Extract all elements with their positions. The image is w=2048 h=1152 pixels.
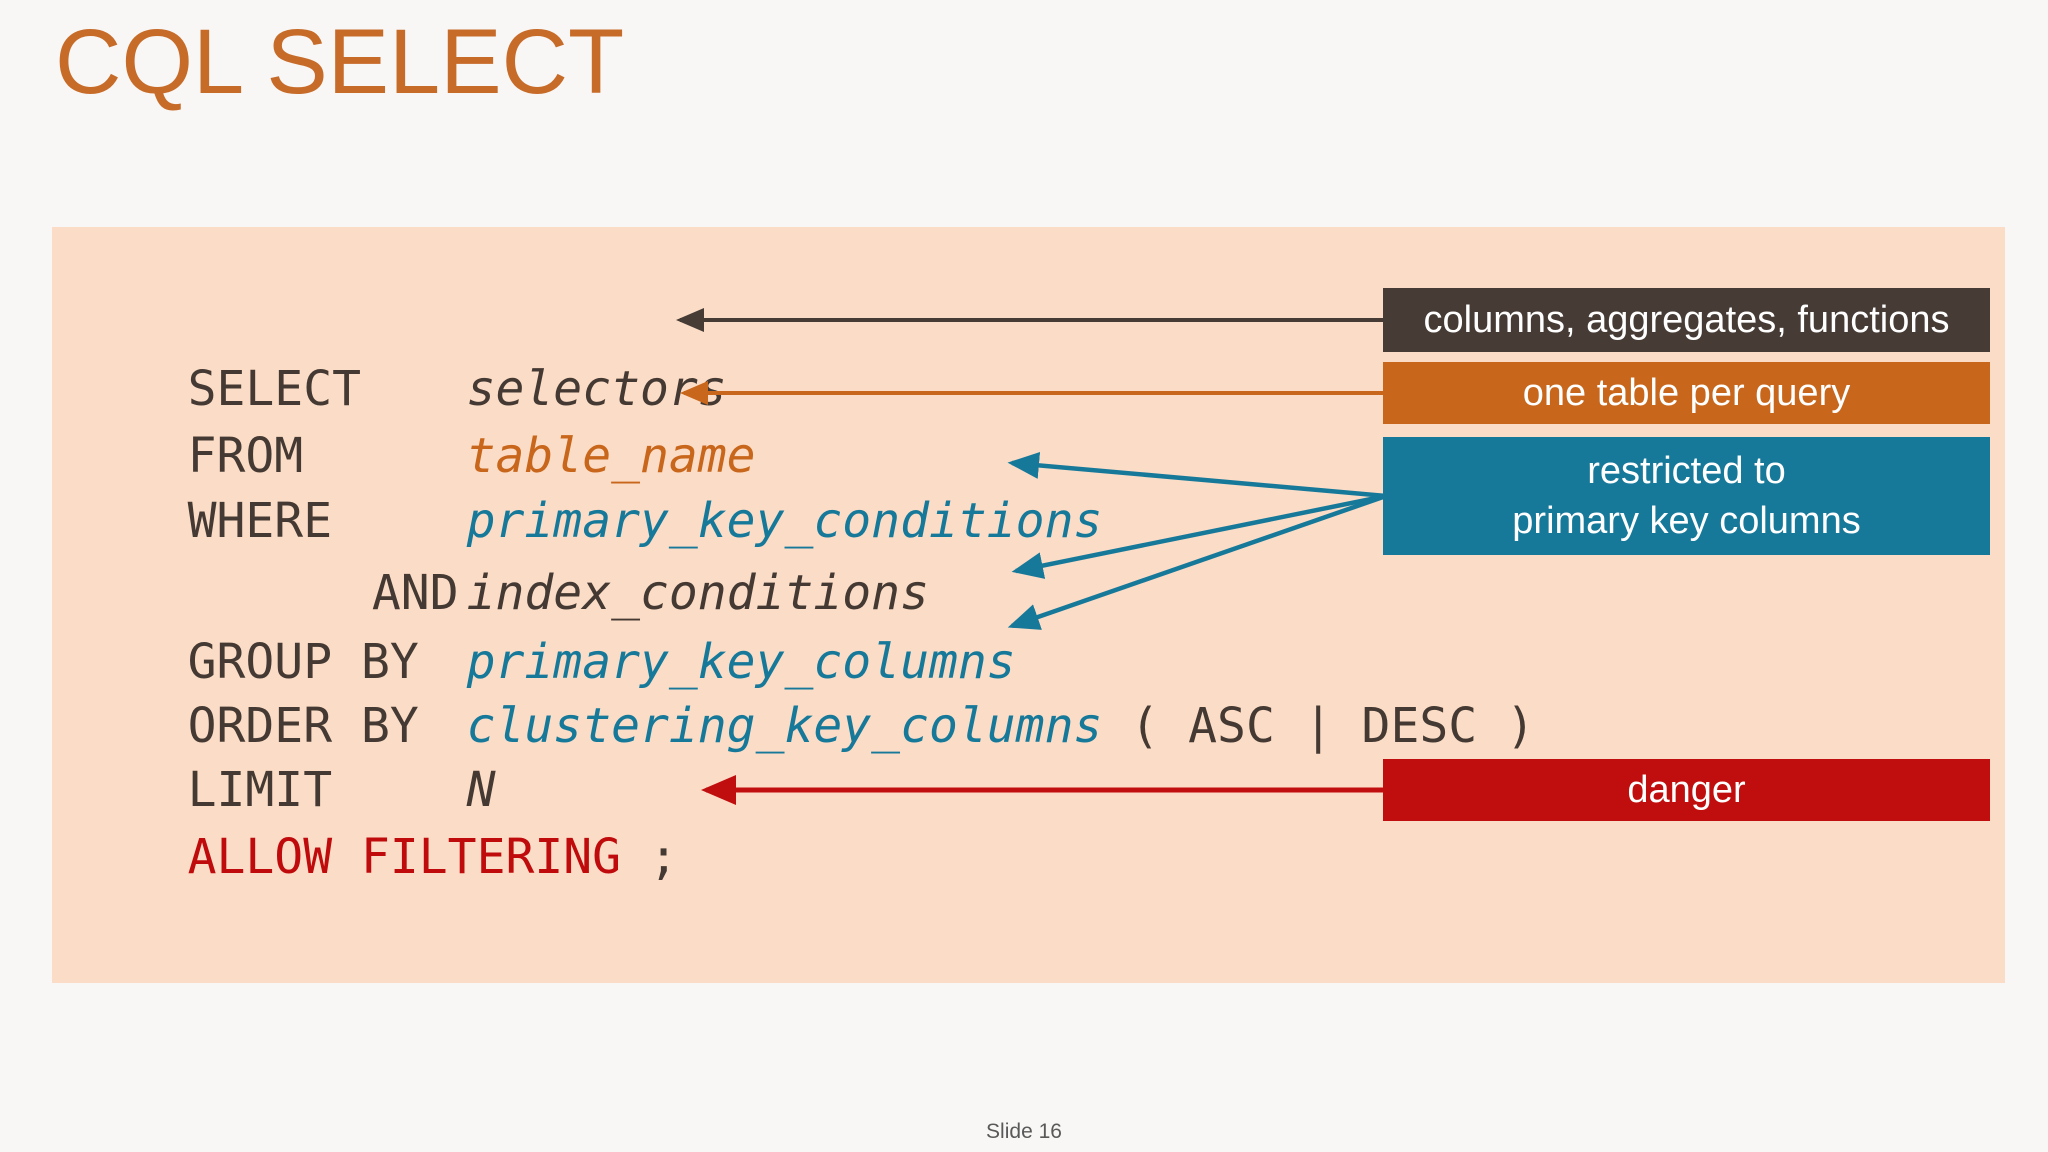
callout-one-table-per-query: one table per query xyxy=(1383,362,1990,424)
keyword-limit: LIMIT xyxy=(187,762,333,818)
asc-desc-suffix: ( ASC | DESC ) xyxy=(1130,698,1535,754)
code-line-from: FROM table_name xyxy=(72,354,756,484)
callout-danger: danger xyxy=(1383,759,1990,821)
keyword-from: FROM xyxy=(187,428,304,484)
slide-number: Slide 16 xyxy=(986,1120,1062,1143)
code-line-where: WHERE primary_key_conditions xyxy=(72,419,1103,549)
callout-one-table-per-query-label: one table per query xyxy=(1522,372,1851,414)
code-line-group-by: GROUP BY primary_key_columns xyxy=(72,560,1016,690)
keyword-group-by: GROUP BY xyxy=(187,634,419,690)
value-clustering-key-columns: clustering_key_columns xyxy=(466,698,1103,754)
value-primary-key-conditions: primary_key_conditions xyxy=(466,493,1103,549)
code-line-limit: LIMIT N xyxy=(72,688,496,818)
callout-restricted-line1: restricted to xyxy=(1587,450,1786,492)
slide-title: CQL SELECT xyxy=(55,11,625,113)
value-table-name: table_name xyxy=(466,428,756,484)
semicolon-suffix: ; xyxy=(649,829,678,885)
code-line-order-by: ORDER BY clustering_key_columns ( ASC | DE… xyxy=(72,624,1535,754)
callout-restricted-line2: primary key columns xyxy=(1512,500,1861,542)
code-line-allow-filtering: ALLOW FILTERING; xyxy=(72,755,678,885)
keyword-allow-filtering: ALLOW FILTERING xyxy=(187,829,622,885)
value-n: N xyxy=(466,762,496,818)
callout-columns-aggregates-functions: columns, aggregates, functions xyxy=(1383,288,1990,352)
keyword-order-by: ORDER BY xyxy=(187,698,419,754)
callout-danger-label: danger xyxy=(1627,769,1746,811)
value-primary-key-columns: primary_key_columns xyxy=(466,634,1016,690)
keyword-where: WHERE xyxy=(187,493,333,549)
keyword-and: AND xyxy=(371,565,459,621)
keyword-select: SELECT xyxy=(187,361,361,417)
value-index-conditions: index_conditions xyxy=(466,565,929,621)
callout-columns-aggregates-functions-label: columns, aggregates, functions xyxy=(1423,299,1950,341)
callout-restricted-to-primary-key-columns: restricted to primary key columns xyxy=(1383,437,1990,555)
